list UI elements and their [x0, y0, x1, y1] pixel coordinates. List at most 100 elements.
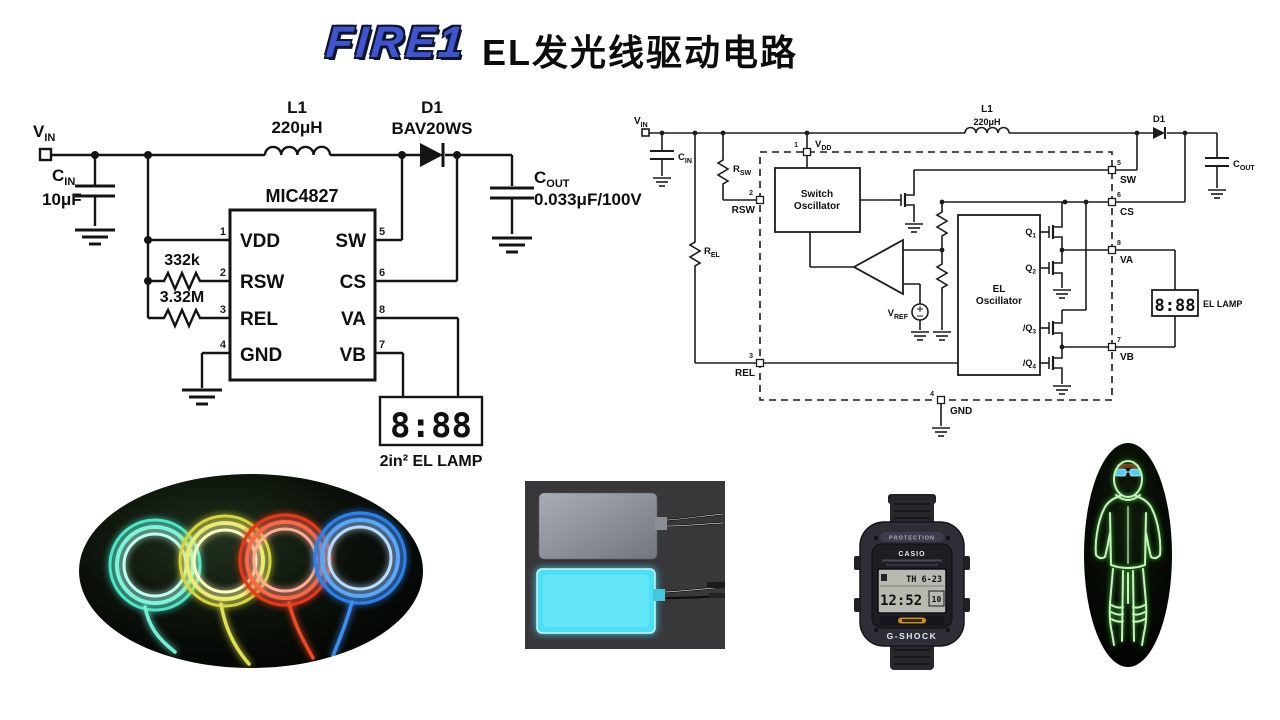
resistor-rsw [716, 158, 730, 186]
inductor-l1 [263, 145, 332, 156]
capacitor-cout [1205, 157, 1229, 167]
face-detail-line [886, 564, 938, 566]
watch-straps [888, 494, 936, 670]
photo-el-suit-person [1084, 443, 1172, 667]
diode-d1 [1153, 127, 1166, 139]
mosfet-q2 [1038, 254, 1064, 282]
r332k-value: 332k [164, 252, 200, 269]
ground-symbol [904, 223, 924, 233]
resistor-divider-bottom [935, 262, 949, 290]
pin-num-7: 7 [1117, 337, 1121, 344]
pin-num-7: 7 [379, 339, 385, 351]
cin-label: CIN [678, 152, 692, 165]
pin-num-3: 3 [220, 304, 226, 316]
watch-side-button [964, 556, 970, 570]
photo-background [79, 474, 423, 668]
pin-gnd: GND [240, 345, 282, 366]
cout-value: 0.033μF/100V [534, 190, 642, 209]
pin-vdd: VDD [240, 231, 280, 252]
ground-symbol [180, 388, 224, 406]
ground-symbol [490, 236, 534, 254]
el-panel-off [538, 492, 724, 560]
el-lamp-caption: EL LAMP [1203, 299, 1242, 309]
pin-rsw: RSW [240, 272, 284, 293]
pin-va: VA [1120, 255, 1133, 266]
face-detail-line [882, 559, 942, 562]
q1-label: Q1 [1025, 227, 1036, 240]
el-backlight-button-inner [902, 619, 922, 622]
pin-num-2: 2 [220, 267, 226, 279]
pin-rel: REL [240, 309, 278, 330]
pin-num-5: 5 [379, 226, 385, 238]
left-circuit-application: VIN CIN 10μF L1 220μH D1 BAV20WS COUT 0.… [33, 98, 642, 470]
chip-name: MIC4827 [265, 186, 338, 206]
ground-symbol [910, 331, 930, 341]
ground-symbol [652, 177, 672, 187]
d1-label: D1 [1153, 114, 1166, 125]
vdd-label: VDD [815, 139, 831, 152]
photo-el-wire-coils [79, 474, 423, 668]
rsw-resistor-label: RSW [733, 164, 752, 177]
resistor-rel [688, 240, 702, 268]
pin-num-5: 5 [1117, 160, 1121, 167]
comparator [852, 238, 904, 296]
d1-value: BAV20WS [392, 119, 473, 138]
right-circuit-block-diagram: VIN CIN RSW REL VDD VREF L1 220μH D1 COU… [634, 104, 1255, 437]
lcd-seconds: 10 [932, 595, 942, 604]
pin-num-4: 4 [220, 339, 227, 351]
photo-gshock-watch: PROTECTION CASIO TH 6-23 12:52 10 G-SHOC… [854, 494, 970, 670]
el-lamp-caption: 2in² EL LAMP [380, 453, 483, 470]
mosfet-q4 [1038, 349, 1064, 377]
lcd-time: 12:52 [880, 593, 922, 609]
l1-value: 220μH [973, 117, 1000, 127]
brand-text: CASIO [898, 551, 925, 558]
pin-cs: CS [1120, 207, 1134, 218]
pin-rsw: RSW [732, 205, 756, 216]
pin-num-2: 2 [749, 190, 753, 197]
q2-label: Q2 [1025, 263, 1036, 276]
pin-va: VA [341, 309, 366, 330]
capacitor-cin [650, 150, 674, 160]
cin-value: 10μF [42, 190, 82, 209]
el-lamp-box [1151, 289, 1199, 317]
vin-label: VIN [33, 122, 55, 144]
panel-connector [709, 593, 725, 598]
q3-label: /Q3 [1023, 323, 1037, 336]
pin-cs: CS [340, 272, 366, 293]
pin-num-8: 8 [379, 304, 385, 316]
vin-terminal [38, 147, 53, 162]
ground-symbol [1052, 289, 1072, 299]
capacitor-cout [490, 186, 534, 200]
d1-label: D1 [421, 98, 443, 117]
pin-num-6: 6 [379, 267, 385, 279]
chip-mic4827-body [228, 208, 377, 382]
junction-dots [91, 151, 461, 285]
resistor-3-32m [160, 307, 205, 329]
pin-gnd: GND [950, 406, 972, 417]
pin-vb: VB [340, 345, 366, 366]
cin-label: CIN [52, 166, 75, 188]
page-title: EL发光线驱动电路 [482, 32, 799, 73]
switch-oscillator-label: Switch [801, 189, 833, 200]
cout-label: COUT [534, 168, 570, 190]
vin-terminal [641, 128, 650, 137]
watch-lcd: TH 6-23 12:52 10 [877, 568, 947, 614]
pin-num-3: 3 [749, 353, 753, 360]
switch-oscillator-label2: Oscillator [794, 201, 840, 212]
vin-label: VIN [634, 116, 648, 129]
panel-connector [707, 582, 725, 588]
el-coil-blue [313, 511, 407, 658]
watch-side-button [964, 598, 970, 612]
protection-text: PROTECTION [889, 536, 935, 542]
ground-symbol [1207, 189, 1227, 199]
mosfet-switch [890, 186, 916, 214]
watch-side-button [854, 598, 860, 612]
resistor-332k [160, 270, 205, 292]
el-oscillator-label: EL [993, 284, 1006, 295]
el-glasses [1114, 468, 1142, 477]
pin-num-1: 1 [220, 226, 226, 238]
ground-symbol [1052, 385, 1072, 395]
protection-banner [880, 532, 944, 542]
resistor-divider-top [935, 210, 949, 238]
